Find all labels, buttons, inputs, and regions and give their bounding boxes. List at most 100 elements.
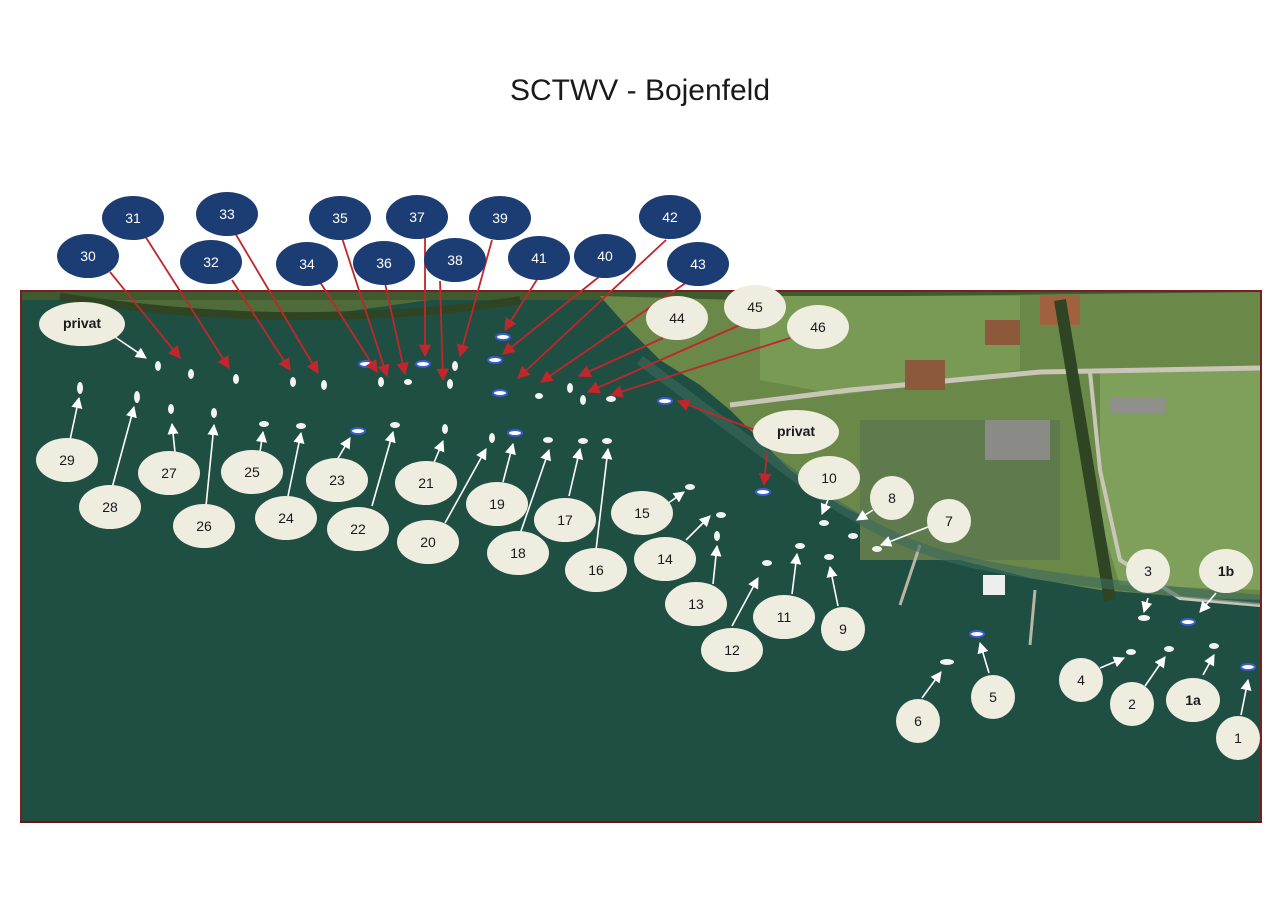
- buoy-number: 12: [724, 642, 740, 658]
- buoy-label-40[interactable]: 40: [574, 234, 636, 278]
- buoy-label-28[interactable]: 28: [79, 485, 141, 529]
- buoy-label-15[interactable]: 15: [611, 491, 673, 535]
- buoy-number: 42: [662, 209, 678, 225]
- boat: [1164, 646, 1174, 652]
- buoy-number: 5: [989, 689, 997, 705]
- buoy-number: 43: [690, 256, 706, 272]
- buoy-number: 1b: [1218, 563, 1234, 579]
- buoy-number: 22: [350, 521, 366, 537]
- buoy-number: 26: [196, 518, 212, 534]
- buoy-number: 13: [688, 596, 704, 612]
- buoy-number: 34: [299, 256, 315, 272]
- buoy-label-35[interactable]: 35: [309, 196, 371, 240]
- buoy-label-41[interactable]: 41: [508, 236, 570, 280]
- buoy-marker: [495, 333, 511, 341]
- buoy-number: 2: [1128, 696, 1136, 712]
- boat: [290, 377, 296, 387]
- buoy-label-14[interactable]: 14: [634, 537, 696, 581]
- buoy-label-29[interactable]: 29: [36, 438, 98, 482]
- buoy-label-21[interactable]: 21: [395, 461, 457, 505]
- buoy-number: 45: [747, 299, 763, 315]
- boat: [543, 437, 553, 443]
- buoy-number: 19: [489, 496, 505, 512]
- buoy-label-33[interactable]: 33: [196, 192, 258, 236]
- buoy-label-34[interactable]: 34: [276, 242, 338, 286]
- boat: [1209, 643, 1219, 649]
- boat: [685, 484, 695, 490]
- buoy-label-17[interactable]: 17: [534, 498, 596, 542]
- buoy-label-2[interactable]: 2: [1110, 682, 1154, 726]
- buoy-label-31[interactable]: 31: [102, 196, 164, 240]
- buoy-label-23[interactable]: 23: [306, 458, 368, 502]
- buoy-label-4[interactable]: 4: [1059, 658, 1103, 702]
- buoy-label-44[interactable]: 44: [646, 296, 708, 340]
- boat: [578, 438, 588, 444]
- buoy-number: 28: [102, 499, 118, 515]
- buoy-label-12[interactable]: 12: [701, 628, 763, 672]
- privat-text: privat: [63, 315, 101, 331]
- buoy-label-5[interactable]: 5: [971, 675, 1015, 719]
- buoy-label-1[interactable]: 1: [1216, 716, 1260, 760]
- buoy-label-36[interactable]: 36: [353, 241, 415, 285]
- buoy-number: 18: [510, 545, 526, 561]
- privat-label-2[interactable]: privat: [753, 410, 839, 454]
- buoy-label-27[interactable]: 27: [138, 451, 200, 495]
- buoy-marker: [492, 389, 508, 397]
- boat: [535, 393, 543, 399]
- buoy-marker: [350, 427, 366, 435]
- buoy-label-6[interactable]: 6: [896, 699, 940, 743]
- buoy-label-16[interactable]: 16: [565, 548, 627, 592]
- buoy-label-1a[interactable]: 1a: [1166, 678, 1220, 722]
- buoy-label-7[interactable]: 7: [927, 499, 971, 543]
- boat: [378, 377, 384, 387]
- buoy-label-22[interactable]: 22: [327, 507, 389, 551]
- boat: [233, 374, 239, 384]
- buoy-number: 9: [839, 621, 847, 637]
- buoy-label-43[interactable]: 43: [667, 242, 729, 286]
- buoy-number: 20: [420, 534, 436, 550]
- buoy-marker: [755, 488, 771, 496]
- buoy-label-11[interactable]: 11: [753, 595, 815, 639]
- buoy-label-20[interactable]: 20: [397, 520, 459, 564]
- buoy-number: 3: [1144, 563, 1152, 579]
- buoy-label-42[interactable]: 42: [639, 195, 701, 239]
- privat-label-1[interactable]: privat: [39, 302, 125, 346]
- buoy-marker: [1180, 618, 1196, 626]
- buoy-label-3[interactable]: 3: [1126, 549, 1170, 593]
- buoy-label-18[interactable]: 18: [487, 531, 549, 575]
- marked-buoys: [350, 333, 1256, 671]
- boat: [716, 512, 726, 518]
- buoy-label-45[interactable]: 45: [724, 285, 786, 329]
- boat: [606, 396, 616, 402]
- buoy-label-26[interactable]: 26: [173, 504, 235, 548]
- buoy-label-38[interactable]: 38: [424, 238, 486, 282]
- buoy-label-9[interactable]: 9: [821, 607, 865, 651]
- buoy-number: 10: [821, 470, 837, 486]
- buoy-label-46[interactable]: 46: [787, 305, 849, 349]
- buoy-marker: [415, 360, 431, 368]
- buoy-label-25[interactable]: 25: [221, 450, 283, 494]
- buoy-label-30[interactable]: 30: [57, 234, 119, 278]
- buoy-number: 4: [1077, 672, 1085, 688]
- buoy-label-13[interactable]: 13: [665, 582, 727, 626]
- buoy-label-1b[interactable]: 1b: [1199, 549, 1253, 593]
- buoy-number: 14: [657, 551, 673, 567]
- buoy-label-8[interactable]: 8: [870, 476, 914, 520]
- buoy-label-24[interactable]: 24: [255, 496, 317, 540]
- buoy-number: 24: [278, 510, 294, 526]
- boat: [211, 408, 217, 418]
- boat: [819, 520, 829, 526]
- boat: [447, 379, 453, 389]
- boat: [795, 543, 805, 549]
- buoy-label-19[interactable]: 19: [466, 482, 528, 526]
- boat: [872, 546, 882, 552]
- boat: [1138, 615, 1150, 621]
- buoy-label-32[interactable]: 32: [180, 240, 242, 284]
- buoy-label-37[interactable]: 37: [386, 195, 448, 239]
- boat: [824, 554, 834, 560]
- buoy-label-10[interactable]: 10: [798, 456, 860, 500]
- buoy-marker: [969, 630, 985, 638]
- buoy-label-39[interactable]: 39: [469, 196, 531, 240]
- boat: [452, 361, 458, 371]
